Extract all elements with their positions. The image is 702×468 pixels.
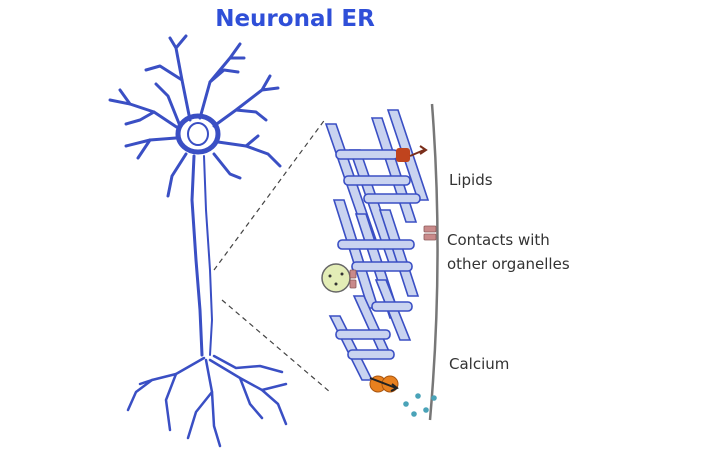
label-calcium: Calcium [449,355,510,373]
label-lipids: Lipids [449,171,493,189]
organelle [321,263,357,293]
diagram-title: Neuronal ER [215,6,375,32]
label-contacts-line2: other organelles [447,255,570,273]
plasma-membrane [428,103,439,421]
contact-site-membrane [423,225,437,241]
er-network [324,109,430,381]
neuron-drawing [108,34,288,448]
lipid-transfer-protein [396,145,428,162]
label-contacts-line1: Contacts with [447,231,550,249]
calcium-ions [403,393,437,417]
calcium-channel [369,375,399,393]
zoom-lines [213,117,331,393]
